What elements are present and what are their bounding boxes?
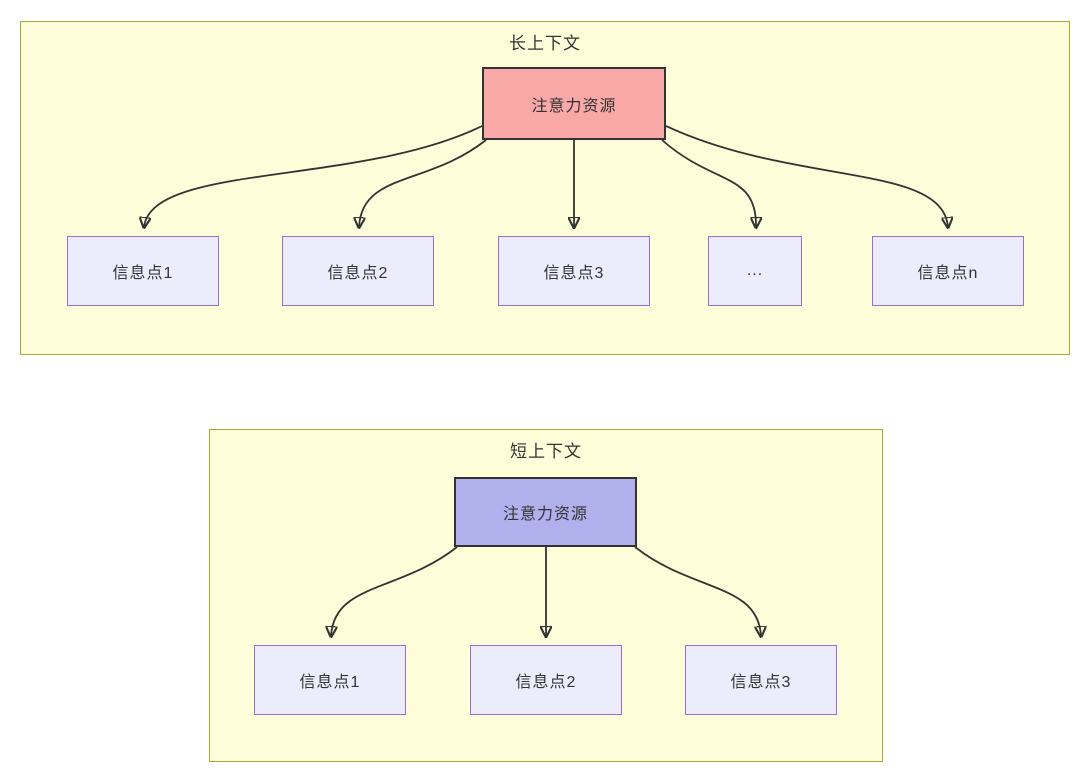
info-node-short-1: 信息点1 (254, 645, 406, 715)
info-node-short-3-label: 信息点3 (730, 674, 792, 691)
attention-node-short-label: 注意力资源 (502, 506, 588, 523)
info-node-short-2: 信息点2 (470, 645, 622, 715)
info-node-long-2-label: 信息点2 (327, 265, 389, 282)
info-node-long-n: 信息点n (872, 236, 1024, 306)
info-node-short-3: 信息点3 (685, 645, 837, 715)
attention-node-long: 注意力资源 (482, 67, 666, 140)
info-node-long-2: 信息点2 (282, 236, 434, 306)
info-node-long-1-label: 信息点1 (112, 265, 174, 282)
attention-node-short: 注意力资源 (454, 477, 637, 547)
info-node-long-1: 信息点1 (67, 236, 219, 306)
info-node-short-2-label: 信息点2 (515, 674, 577, 691)
info-node-short-1-label: 信息点1 (299, 674, 361, 691)
long-context-title: 长上下文 (509, 34, 581, 53)
info-node-long-3: 信息点3 (498, 236, 650, 306)
info-node-long-dots: ... (708, 236, 802, 306)
info-node-long-n-label: 信息点n (917, 265, 979, 282)
short-context-title: 短上下文 (510, 442, 582, 461)
info-node-long-dots-label: ... (746, 262, 764, 279)
attention-node-long-label: 注意力资源 (531, 97, 617, 115)
info-node-long-3-label: 信息点3 (543, 265, 605, 282)
